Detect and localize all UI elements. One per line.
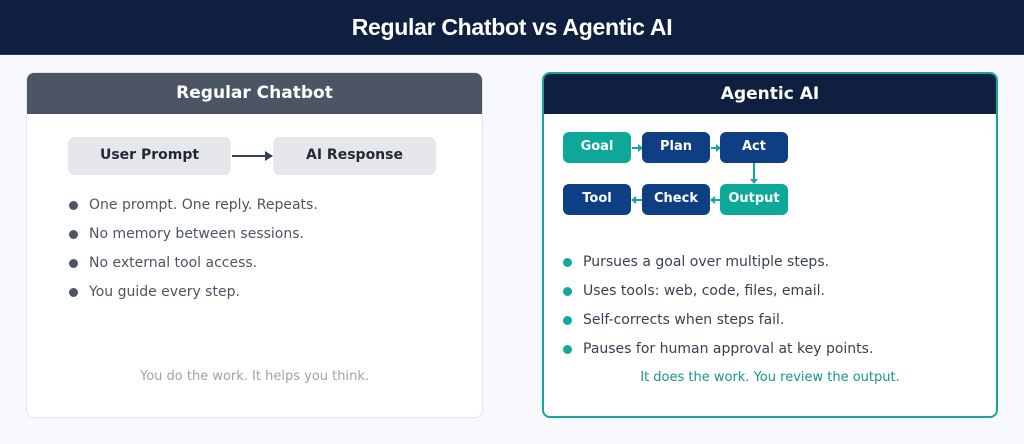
- bullet-icon: [69, 230, 78, 239]
- page-title: Regular Chatbot vs Agentic AI: [351, 14, 673, 40]
- agentic-ai-heading: Agentic AI: [544, 74, 996, 114]
- bullet-icon: [69, 201, 78, 210]
- arrow-right-icon: [632, 144, 643, 152]
- list-item: Pauses for human approval at key points.: [563, 339, 873, 368]
- bullet-icon: [563, 345, 572, 354]
- bullet-icon: [69, 288, 78, 297]
- arrow-left-icon: [631, 196, 642, 204]
- flow-node-check: Check: [642, 184, 710, 215]
- chatbot-feature-list: One prompt. One reply. Repeats. No memor…: [69, 195, 318, 311]
- list-item: Pursues a goal over multiple steps.: [563, 252, 873, 281]
- arrow-left-icon: [710, 196, 720, 204]
- arrow-right-icon: [711, 144, 721, 152]
- list-item: You guide every step.: [69, 282, 318, 311]
- user-prompt-box: User Prompt: [68, 137, 231, 175]
- title-banner: Regular Chatbot vs Agentic AI: [0, 0, 1024, 55]
- list-item: Self-corrects when steps fail.: [563, 310, 873, 339]
- flow-node-plan: Plan: [642, 132, 710, 163]
- arrow-down-icon: [750, 163, 758, 184]
- regular-chatbot-heading: Regular Chatbot: [27, 73, 482, 114]
- list-item: No external tool access.: [69, 253, 318, 282]
- arrow-right-icon: [232, 151, 273, 161]
- bullet-icon: [69, 259, 78, 268]
- list-item: No memory between sessions.: [69, 224, 318, 253]
- bullet-icon: [563, 287, 572, 296]
- agentic-feature-list: Pursues a goal over multiple steps. Uses…: [563, 252, 873, 368]
- flow-node-output: Output: [720, 184, 788, 215]
- chatbot-tagline: You do the work. It helps you think.: [139, 369, 369, 384]
- ai-response-box: AI Response: [273, 137, 436, 175]
- flow-node-act: Act: [720, 132, 788, 163]
- list-item: One prompt. One reply. Repeats.: [69, 195, 318, 224]
- regular-chatbot-card: Regular Chatbot User Prompt AI Response …: [26, 72, 483, 418]
- flow-node-tool: Tool: [563, 184, 631, 215]
- agentic-ai-card: Agentic AI Goal Plan Act Tool Check Outp…: [542, 72, 998, 418]
- list-item: Uses tools: web, code, files, email.: [563, 281, 873, 310]
- bullet-icon: [563, 258, 572, 267]
- bullet-icon: [563, 316, 572, 325]
- agentic-tagline: It does the work. You review the output.: [640, 370, 900, 385]
- flow-node-goal: Goal: [563, 132, 631, 163]
